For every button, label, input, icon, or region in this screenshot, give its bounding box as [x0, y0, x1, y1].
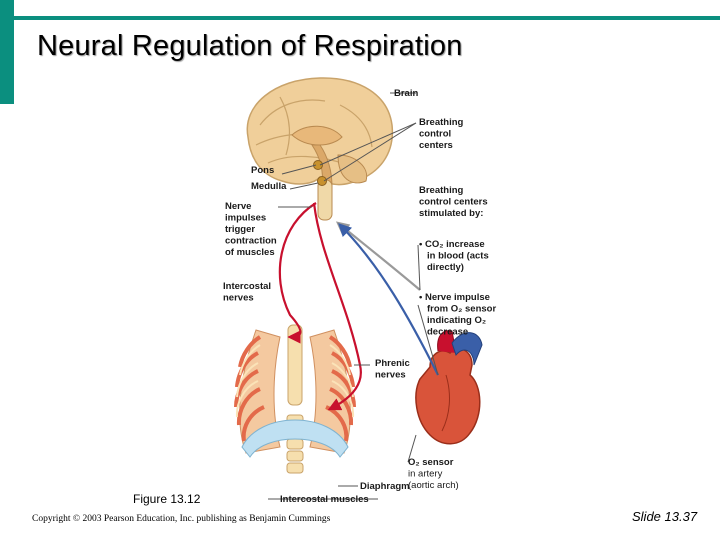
diaphragm-shape [241, 419, 349, 458]
label-breathing-control-centers: Breathing control centers [419, 117, 466, 151]
label-nerve-impulses: Nerve impulses trigger contraction of mu… [225, 201, 279, 258]
label-stimulated-by: Breathing control centers stimulated by: [419, 185, 490, 219]
label-nerve-impulse-o2: • Nerve impulse from O₂ sensor indicatin… [419, 292, 499, 338]
label-medulla: Medulla [251, 181, 287, 192]
label-intercostal-muscles: Intercostal muscles [280, 494, 369, 505]
co2-pathway [335, 221, 421, 291]
label-diaphragm: Diaphragm [360, 481, 410, 492]
slide-title: Neural Regulation of Respiration [37, 30, 463, 62]
label-intercostal-nerves: Intercostal nerves [223, 281, 274, 304]
medulla-marker [317, 176, 327, 186]
frame-top-line [14, 16, 720, 20]
respiration-diagram: Brain Breathing control centers Pons Med… [220, 75, 520, 507]
frame-left-bar [0, 0, 14, 104]
slide-number: Slide 13.37 [632, 509, 698, 524]
leader-lines [268, 92, 439, 500]
label-co2-increase: • CO₂ increase in blood (acts directly) [419, 239, 491, 273]
heart-illustration [415, 330, 483, 445]
sternum [287, 324, 303, 406]
brain-illustration [246, 77, 394, 188]
o2-sensor-pathway [338, 223, 439, 376]
label-o2-sensor: O₂ sensor in artery (aortic arch) [408, 457, 459, 491]
label-brain: Brain [394, 88, 418, 99]
label-phrenic-nerves: Phrenic nerves [375, 358, 413, 381]
label-pons: Pons [251, 165, 274, 176]
intercostal-pathway [278, 202, 317, 344]
diagram-labels: Brain Breathing control centers Pons Med… [223, 88, 499, 505]
copyright-notice: Copyright © 2003 Pearson Education, Inc.… [32, 514, 331, 524]
rib-cage [234, 324, 356, 474]
phrenic-pathway [312, 202, 362, 411]
nerve-pathways [278, 202, 439, 411]
figure-label: Figure 13.12 [133, 492, 201, 506]
pons-marker [313, 160, 323, 170]
